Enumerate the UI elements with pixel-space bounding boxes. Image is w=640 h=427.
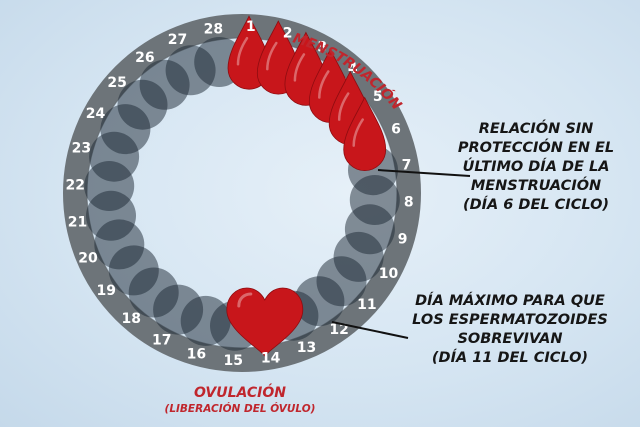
blood-drop-day-6 (343, 96, 387, 172)
day-number-22: 22 (65, 177, 84, 193)
day-number-16: 16 (187, 347, 206, 363)
connector-day6 (377, 169, 471, 177)
callout-day6-text: RELACIÓN SIN PROTECCIÓN EN EL ÚLTIMO DÍA… (457, 121, 615, 213)
day-number-19: 19 (96, 283, 115, 299)
day-number-14: 14 (261, 351, 281, 367)
day-number-8: 8 (404, 195, 414, 211)
day-number-23: 23 (72, 140, 91, 156)
day-number-4: 4 (348, 61, 358, 77)
day-number-15: 15 (224, 353, 243, 369)
day-number-17: 17 (152, 333, 171, 349)
day-number-11: 11 (357, 297, 376, 313)
day-number-1: 1 (246, 19, 256, 35)
day-number-24: 24 (86, 106, 106, 122)
day-number-2: 2 (283, 25, 293, 41)
ovulation-label: OVULACIÓN (193, 385, 287, 401)
ovulation-heart (226, 287, 304, 357)
day-number-18: 18 (121, 311, 140, 327)
day-number-12: 12 (329, 322, 348, 338)
day-number-28: 28 (204, 22, 223, 38)
day-number-5: 5 (373, 89, 383, 105)
day-number-10: 10 (379, 266, 399, 282)
day-number-9: 9 (398, 232, 408, 248)
day-number-27: 27 (168, 32, 187, 48)
day-number-20: 20 (78, 251, 98, 267)
day-number-26: 26 (135, 50, 154, 66)
day-number-3: 3 (317, 40, 327, 56)
connector-day11 (331, 321, 409, 339)
day-number-25: 25 (107, 75, 126, 91)
day-number-7: 7 (402, 157, 412, 173)
ovulation-sublabel: (LIBERACIÓN DEL ÓVULO) (164, 403, 316, 415)
callout-day11-text: DÍA MÁXIMO PARA QUE LOS ESPERMATOZOIDES … (412, 293, 608, 366)
day-number-21: 21 (68, 215, 87, 231)
cycle-ring (63, 14, 421, 372)
day-number-13: 13 (297, 340, 316, 356)
day-number-6: 6 (391, 122, 401, 138)
